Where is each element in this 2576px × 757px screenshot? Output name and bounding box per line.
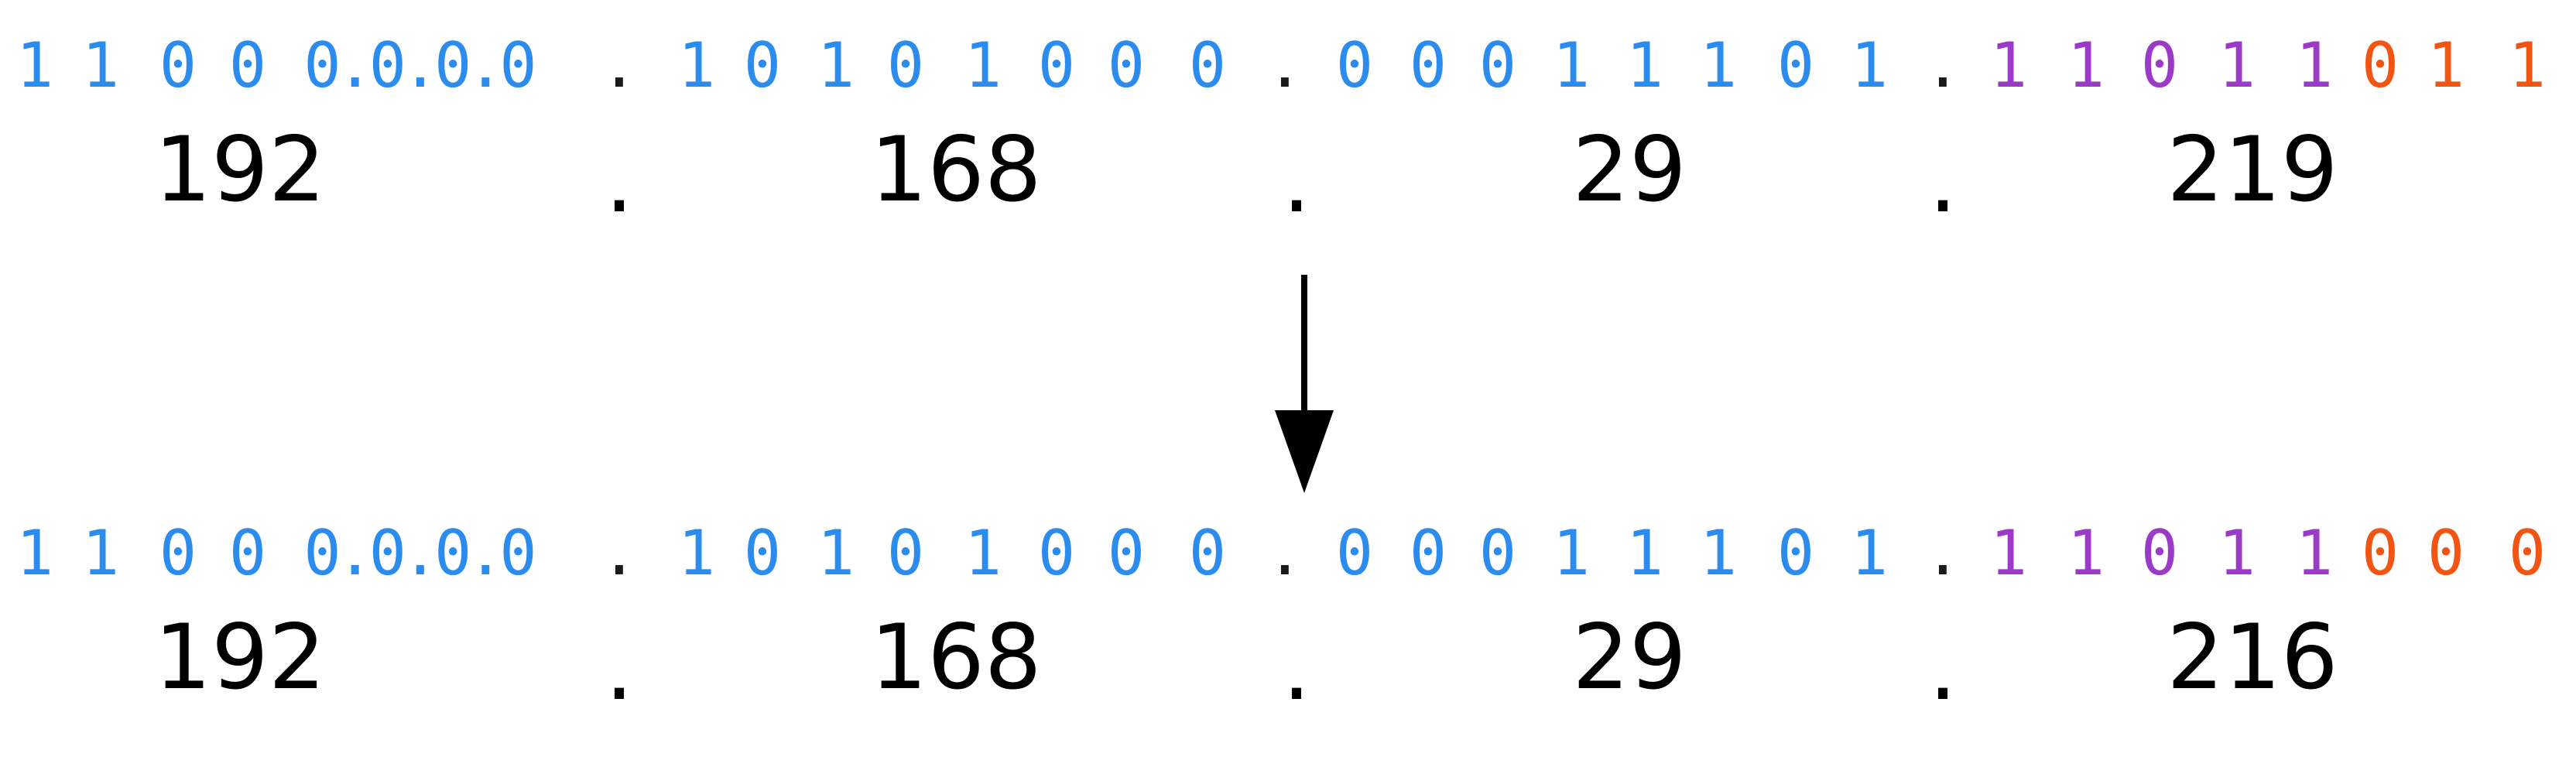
bit-subnet: 1 xyxy=(2067,517,2105,589)
bit-subnet: 1 xyxy=(2295,29,2334,101)
bit-network: 0.0.0.0 xyxy=(303,29,536,101)
bit-network: 0 xyxy=(1776,29,1815,101)
bit-network: 1 xyxy=(964,29,1002,101)
bit-network: 1 xyxy=(1552,29,1591,101)
bit-network: 1 xyxy=(1699,29,1738,101)
bit-subnet: 1 xyxy=(1989,29,2028,101)
decimal-separator: . xyxy=(605,128,634,233)
decimal-octet-2: 168 xyxy=(870,605,1042,710)
decimal-separator: . xyxy=(605,616,634,721)
bit-network: 1 xyxy=(817,517,855,589)
decimal-octet-4: 216 xyxy=(2167,605,2338,710)
bit-network: 1 xyxy=(1552,517,1591,589)
decimal-separator: . xyxy=(1928,128,1958,233)
bit-network: 1 xyxy=(1699,517,1738,589)
bit-network: 1 xyxy=(677,29,716,101)
bit-host: 0 xyxy=(2427,517,2465,589)
bit-network: 1 xyxy=(15,517,54,589)
bit-subnet: 1 xyxy=(2295,517,2334,589)
bit-network: 0 xyxy=(159,517,197,589)
bit-network: 0 xyxy=(1409,517,1447,589)
decimal-separator: . xyxy=(1282,616,1311,721)
bit-subnet: 1 xyxy=(2218,517,2256,589)
bit-host: 0 xyxy=(2361,29,2400,101)
bit-host: 1 xyxy=(2427,29,2465,101)
bit-network: 1 xyxy=(1625,29,1664,101)
bit-network: 1 xyxy=(1625,517,1664,589)
bit-network: 1 xyxy=(677,517,716,589)
bit-network: 0 xyxy=(1037,29,1076,101)
binary-separator: . xyxy=(600,517,639,589)
bit-network: 0 xyxy=(1478,29,1517,101)
bit-subnet: 0 xyxy=(2140,29,2179,101)
bit-network: 0 xyxy=(1478,517,1517,589)
bit-network: 1 xyxy=(81,517,120,589)
decimal-separator: . xyxy=(1928,616,1958,721)
binary-separator: . xyxy=(600,29,639,101)
bit-host: 0 xyxy=(2508,517,2547,589)
decimal-octet-4: 219 xyxy=(2167,118,2338,222)
bit-network: 0 xyxy=(1107,29,1146,101)
bit-network: 1 xyxy=(964,517,1002,589)
bit-network: 1 xyxy=(15,29,54,101)
binary-separator: . xyxy=(1266,29,1304,101)
bit-network: 0 xyxy=(228,29,267,101)
bit-network: 0 xyxy=(886,29,925,101)
bit-subnet: 1 xyxy=(2067,29,2105,101)
binary-separator: . xyxy=(1266,517,1304,589)
bit-network: 0 xyxy=(886,517,925,589)
bit-network: 0 xyxy=(1335,517,1374,589)
decimal-address-after: 192 168 29 216... xyxy=(0,605,2576,719)
bit-network: 0 xyxy=(1409,29,1447,101)
bit-host: 1 xyxy=(2508,29,2547,101)
binary-separator: . xyxy=(1923,29,1962,101)
bit-network: 0 xyxy=(1037,517,1076,589)
decimal-octet-1: 192 xyxy=(154,118,326,222)
bit-subnet: 1 xyxy=(2218,29,2256,101)
decimal-separator: . xyxy=(1282,128,1311,233)
bit-network: 0.0.0.0 xyxy=(303,517,536,589)
bit-network: 0 xyxy=(228,517,267,589)
bit-network: 1 xyxy=(817,29,855,101)
bit-network: 0 xyxy=(1335,29,1374,101)
bit-network: 0 xyxy=(1188,29,1227,101)
bit-network: 1 xyxy=(81,29,120,101)
bit-network: 0 xyxy=(159,29,197,101)
binary-separator: . xyxy=(1923,517,1962,589)
bit-network: 0 xyxy=(743,29,782,101)
decimal-octet-2: 168 xyxy=(870,118,1042,222)
down-arrow-icon xyxy=(1275,275,1334,493)
bit-subnet: 0 xyxy=(2140,517,2179,589)
decimal-octet-3: 29 xyxy=(1572,605,1687,710)
bit-network: 0 xyxy=(1776,517,1815,589)
decimal-octet-1: 192 xyxy=(154,605,326,710)
bit-network: 0 xyxy=(743,517,782,589)
decimal-octet-3: 29 xyxy=(1572,118,1687,222)
bit-subnet: 1 xyxy=(1989,517,2028,589)
bit-network: 0 xyxy=(1188,517,1227,589)
bit-network: 0 xyxy=(1107,517,1146,589)
bit-host: 0 xyxy=(2361,517,2400,589)
decimal-address-before: 192 168 29 219... xyxy=(0,118,2576,231)
bit-network: 1 xyxy=(1850,517,1889,589)
bit-network: 1 xyxy=(1850,29,1889,101)
